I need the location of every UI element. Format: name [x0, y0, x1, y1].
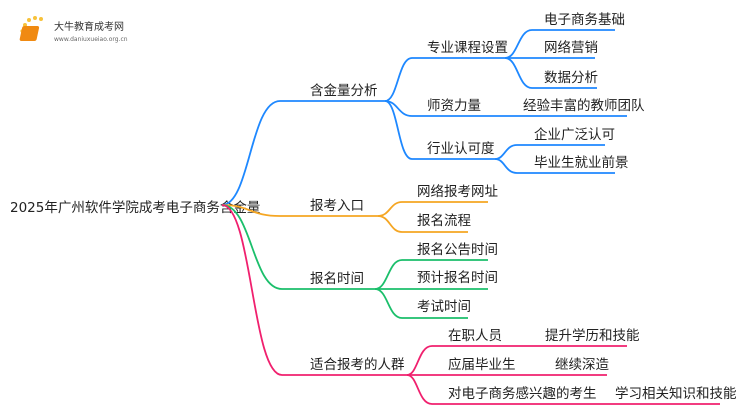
node-courses[interactable]: 专业课程设置 — [427, 40, 508, 56]
leaf-node[interactable]: 数据分析 — [544, 70, 598, 86]
logo-title: 大牛教育成考网 — [54, 20, 124, 33]
node-audience[interactable]: 适合报考的人群 — [310, 357, 405, 373]
connector — [384, 57, 505, 102]
leaf-node[interactable]: 电子商务基础 — [544, 11, 625, 28]
connector — [221, 204, 375, 290]
leaf-node[interactable]: 毕业生就业前景 — [534, 154, 629, 171]
node-entry[interactable]: 报考入口 — [310, 198, 364, 214]
connector — [377, 215, 468, 233]
leaf-node[interactable]: 考试时间 — [417, 299, 471, 315]
connector — [377, 201, 488, 217]
leaf-node[interactable]: 预计报名时间 — [417, 270, 498, 286]
root-node[interactable]: 2025年广州软件学院成考电子商务含金量 — [10, 200, 260, 216]
leaf-node[interactable]: 学习相关知识和技能 — [615, 385, 737, 402]
node-faculty[interactable]: 师资力量 — [427, 98, 481, 114]
connector — [221, 204, 378, 217]
connector — [504, 57, 597, 89]
connector — [221, 204, 407, 376]
connector — [406, 374, 720, 405]
node-time[interactable]: 报名时间 — [310, 271, 364, 287]
connector — [494, 158, 615, 174]
connector — [221, 100, 385, 206]
connector — [406, 345, 627, 376]
leaf-node[interactable]: 网络报考网址 — [417, 184, 498, 200]
node-group[interactable]: 在职人员 — [448, 328, 502, 344]
leaf-node[interactable]: 报名流程 — [417, 213, 471, 229]
leaf-node[interactable]: 报名公告时间 — [417, 242, 498, 258]
connector — [374, 288, 468, 319]
leaf-node[interactable]: 经验丰富的教师团队 — [523, 97, 645, 114]
connector — [374, 259, 488, 290]
logo: 大牛教育成考网 www.daniuxueiao.org.cn — [19, 16, 128, 43]
logo-url: www.daniuxueiao.org.cn — [54, 36, 128, 43]
leaf-node[interactable]: 提升学历和技能 — [545, 328, 640, 344]
leaf-node[interactable]: 继续深造 — [555, 357, 609, 373]
node-recognition[interactable]: 行业认可度 — [427, 141, 495, 157]
node-value-analysis[interactable]: 含金量分析 — [310, 83, 378, 99]
node-group[interactable]: 应届毕业生 — [448, 356, 516, 373]
node-group[interactable]: 对电子商务感兴趣的考生 — [448, 385, 597, 402]
connector — [384, 100, 495, 160]
book-logo-icon — [19, 16, 43, 41]
connector — [504, 29, 615, 59]
leaf-node[interactable]: 网络营销 — [544, 40, 598, 56]
leaf-node[interactable]: 企业广泛认可 — [534, 126, 615, 143]
